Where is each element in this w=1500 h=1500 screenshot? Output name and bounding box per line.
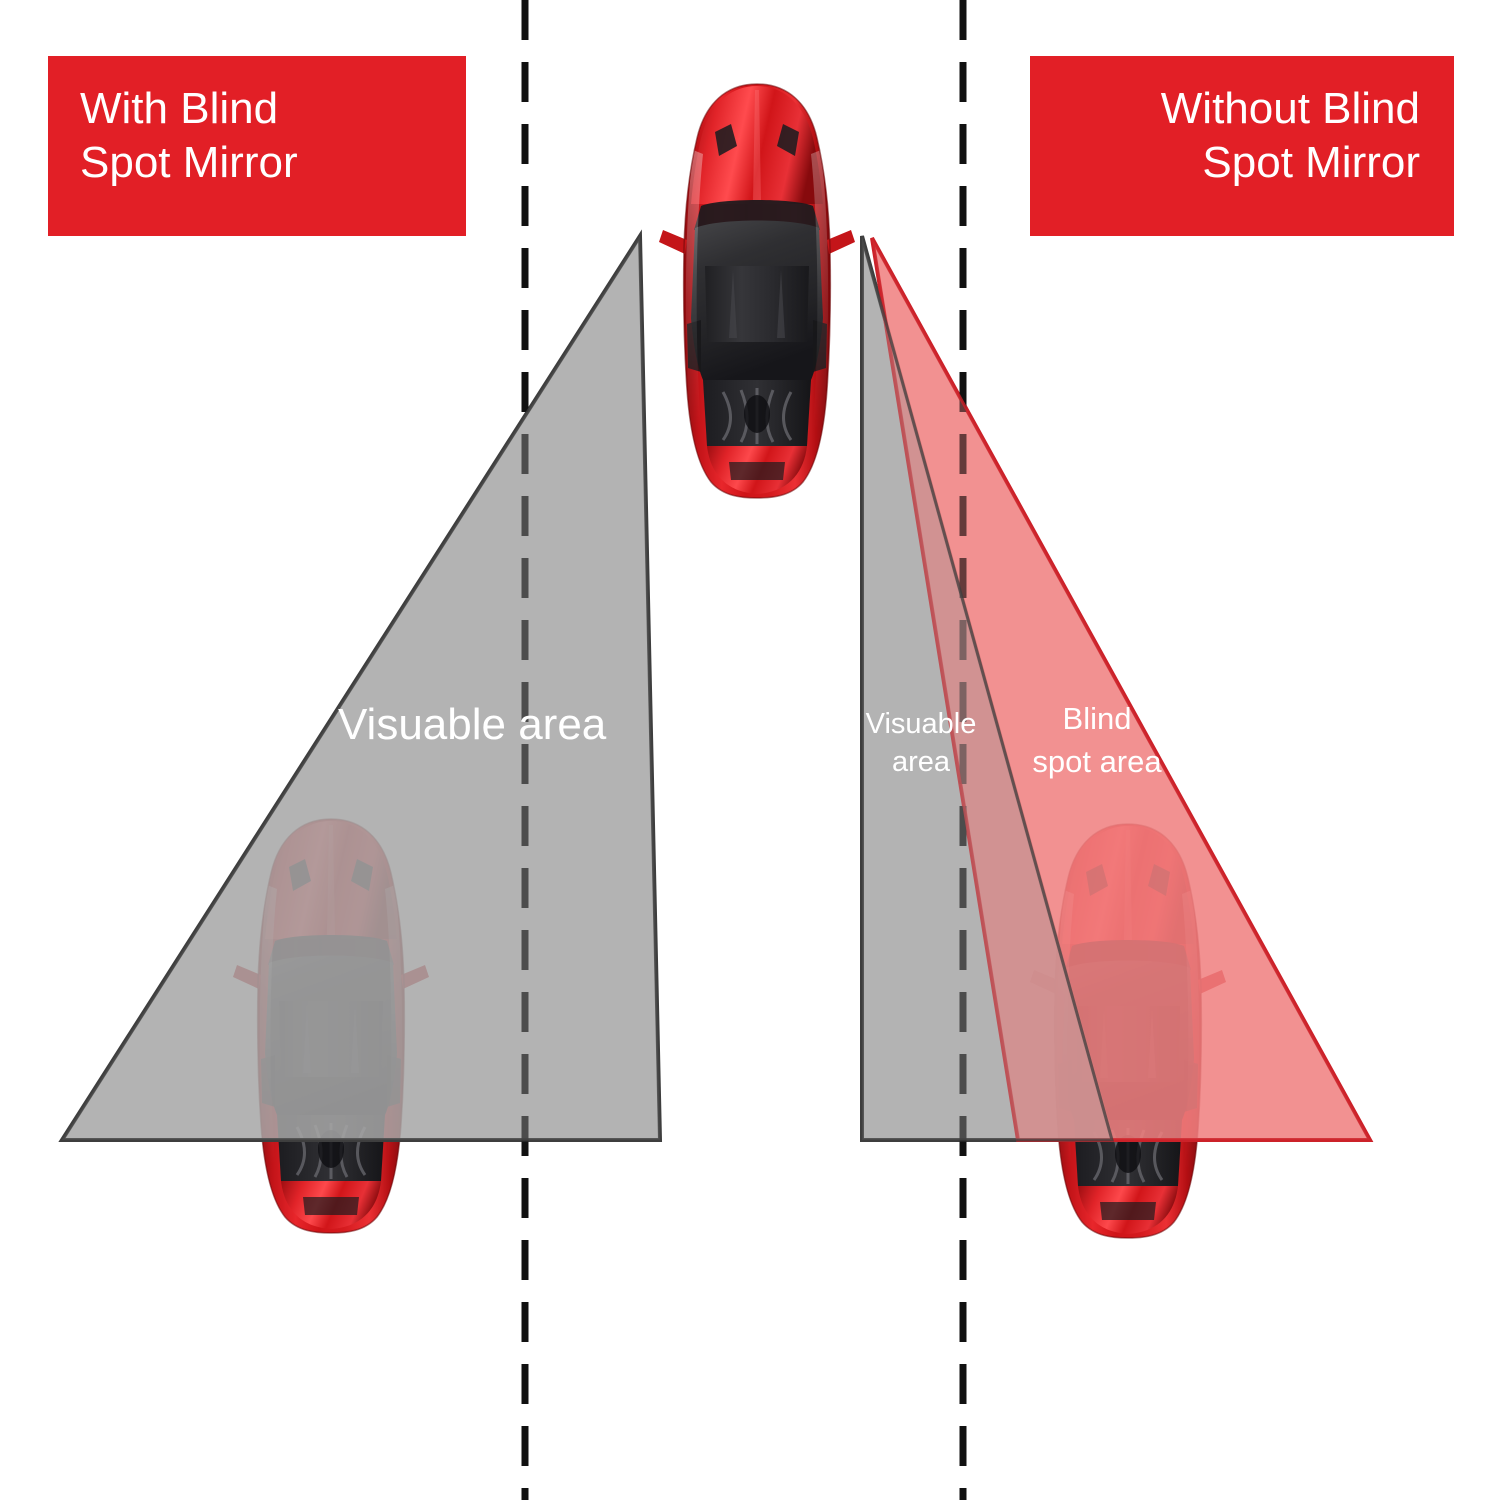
ego-car-top-center [657,82,857,500]
badge-without-blind-spot-mirror: Without Blind Spot Mirror [1030,56,1454,236]
badge-with-blind-spot-mirror: With Blind Spot Mirror [48,56,466,236]
visible-cone-over-cars [59,231,1114,1142]
lane-divider-overlay [521,0,967,1500]
blind-cone-over-car [870,237,1373,1142]
